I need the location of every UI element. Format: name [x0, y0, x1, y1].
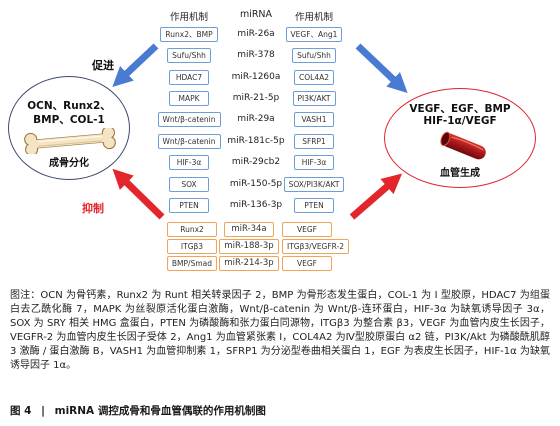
promote-row: PTEN miR-136-3p PTEN: [0, 198, 560, 213]
mirna-label: miR-1260a: [231, 72, 281, 82]
osteogenesis-ring: OCN、Runx2、 BMP、COL-1 成骨分化: [8, 76, 130, 180]
angio-mechanism-box: Sufu/Shh: [292, 48, 336, 63]
inhibit-row: Runx2 miR-34a VEGF: [0, 222, 560, 237]
promote-row: HIF-3α miR-29cb2 HIF-3α: [0, 155, 560, 170]
header-osteo-mechanism: 作用机制: [169, 12, 208, 23]
angiogenesis-ring: VEGF、EGF、BMP HIF-1α/VEGF 血管生成: [384, 88, 536, 188]
figure-label: 图 4: [10, 405, 32, 417]
inhibit-row: ITGβ3 miR-188-3p ITGβ3/VEGFR-2: [0, 239, 560, 254]
mirna-label: miR-150-5p: [229, 179, 283, 189]
bone-icon: [24, 128, 116, 154]
promote-label: 促进: [92, 59, 114, 72]
promote-row: Runx2、BMP miR-26a VEGF、Ang1: [0, 27, 560, 42]
osteo-mechanism-box: MAPK: [169, 91, 209, 106]
mirna-label: miR-136-3p: [229, 200, 283, 210]
angiogenesis-factors-line2: HIF-1α/VEGF: [423, 115, 497, 127]
angio-mechanism-box: HIF-3α: [294, 155, 334, 170]
osteo-inhibit-mechanism-box: BMP/Smad: [166, 256, 217, 271]
arrows-layer: [112, 43, 408, 220]
inhibit-arrow-angio: [349, 173, 403, 220]
osteo-mechanism-box: Wnt/β-catenin: [157, 134, 221, 149]
osteo-mechanism-box: HDAC7: [169, 70, 209, 85]
angiogenesis-factors-line1: VEGF、EGF、BMP: [409, 103, 511, 115]
promote-row: SOX miR-150-5p SOX/PI3K/AKT: [0, 177, 560, 192]
osteo-mechanism-box: HIF-3α: [169, 155, 209, 170]
header-angio-mechanism: 作用机制: [294, 12, 333, 23]
osteogenesis-factors-line2: BMP、COL-1: [33, 114, 105, 126]
inhibit-mirna-box: miR-214-3p: [219, 256, 279, 271]
promote-row: MAPK miR-21-5p PI3K/AKT: [0, 91, 560, 106]
osteo-inhibit-mechanism-box: Runx2: [167, 222, 217, 237]
angio-inhibit-mechanism-box: VEGF: [282, 222, 332, 237]
mirna-label: miR-181c-5p: [227, 136, 285, 146]
figure-separator: |: [41, 405, 45, 417]
mirna-label: miR-21-5p: [232, 93, 280, 103]
mirna-label: miR-29a: [237, 114, 275, 124]
header-mirna: miRNA: [239, 9, 273, 20]
promote-arrow-osteo: [112, 43, 159, 87]
angio-mechanism-box: SOX/PI3K/AKT: [283, 177, 345, 192]
mirna-mechanism-diagram: 作用机制 miRNA 作用机制 Runx2、BMP miR-26a VEGF、A…: [0, 9, 560, 271]
osteo-mechanism-box: SOX: [169, 177, 209, 192]
osteo-mechanism-box: Sufu/Shh: [167, 48, 211, 63]
mirna-label: miR-26a: [237, 29, 275, 39]
figure-title-text: miRNA 调控成骨和骨血管偶联的作用机制图: [54, 405, 266, 417]
osteogenesis-title: 成骨分化: [49, 158, 89, 169]
promote-row: Wnt/β-catenin miR-181c-5p SFRP1: [0, 134, 560, 149]
angio-mechanism-box: VASH1: [294, 112, 334, 127]
angio-mechanism-box: COL4A2: [294, 70, 334, 85]
inhibit-arrow-osteo: [112, 168, 165, 220]
osteo-mechanism-box: Runx2、BMP: [160, 27, 218, 42]
angiogenesis-title: 血管生成: [440, 168, 480, 179]
promote-arrow-angio: [355, 43, 408, 94]
inhibit-mirna-box: miR-34a: [224, 222, 274, 237]
inhibit-row: BMP/Smad miR-214-3p VEGF: [0, 256, 560, 271]
osteo-mechanism-box: Wnt/β-catenin: [157, 112, 221, 127]
angio-mechanism-box: PI3K/AKT: [292, 91, 336, 106]
angio-mechanism-box: SFRP1: [294, 134, 334, 149]
figure-caption: 图注：OCN 为骨钙素，Runx2 为 Runt 相关转录因子 2，BMP 为骨…: [10, 290, 550, 371]
angio-inhibit-mechanism-box: ITGβ3/VEGFR-2: [282, 239, 350, 254]
mirna-label: miR-378: [237, 50, 275, 60]
figure-title: 图 4 | miRNA 调控成骨和骨血管偶联的作用机制图: [10, 403, 272, 418]
blood-vessel-icon: [440, 131, 486, 160]
promote-row: Sufu/Shh miR-378 Sufu/Shh: [0, 48, 560, 63]
mirna-label: miR-29cb2: [231, 157, 281, 167]
angio-mechanism-box: PTEN: [294, 198, 334, 213]
angio-mechanism-box: VEGF、Ang1: [285, 27, 343, 42]
inhibit-label: 抑制: [82, 202, 104, 215]
promote-row: HDAC7 miR-1260a COL4A2: [0, 70, 560, 85]
inhibit-mirna-box: miR-188-3p: [219, 239, 279, 254]
promote-row: Wnt/β-catenin miR-29a VASH1: [0, 112, 560, 127]
osteogenesis-factors-line1: OCN、Runx2、: [27, 100, 111, 112]
osteo-mechanism-box: PTEN: [169, 198, 209, 213]
angio-inhibit-mechanism-box: VEGF: [282, 256, 332, 271]
osteo-inhibit-mechanism-box: ITGβ3: [167, 239, 217, 254]
